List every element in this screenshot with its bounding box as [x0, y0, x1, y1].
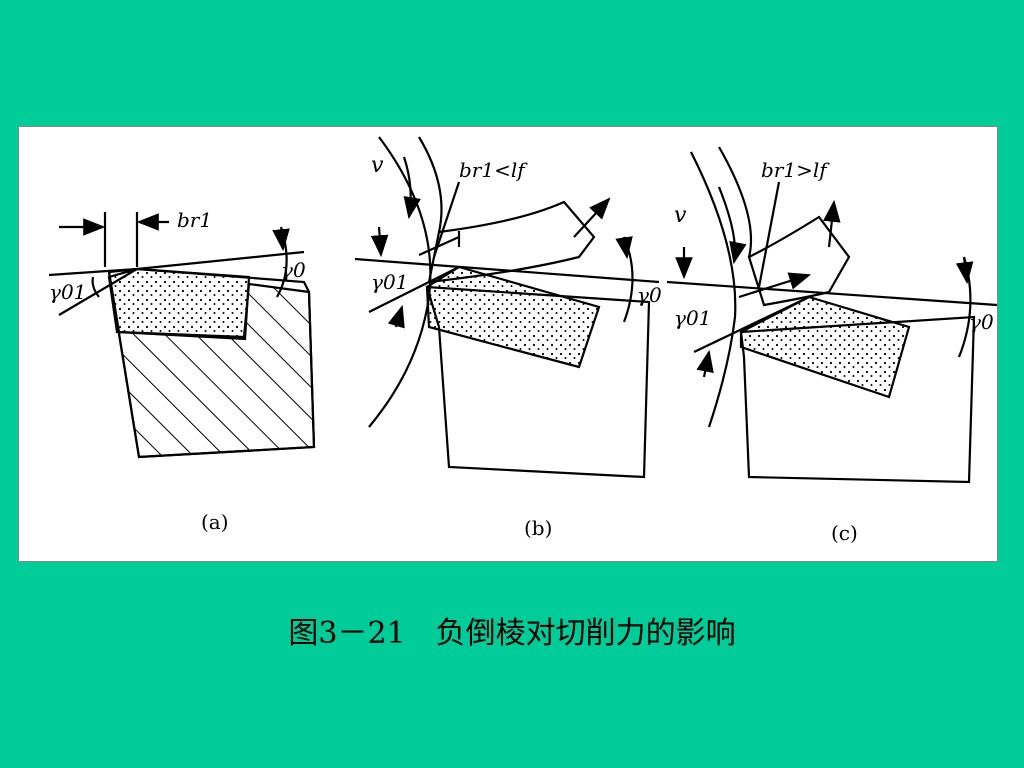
workpiece-outer-arc — [690, 151, 737, 428]
panel-c-label: (c) — [831, 521, 858, 545]
chamfer-insert — [739, 295, 911, 399]
panel-a — [48, 212, 316, 459]
panel-c-gamma0: γ0 — [969, 310, 994, 334]
panel-c-v: v — [674, 203, 687, 228]
panel-b-gamma0: γ0 — [637, 283, 662, 307]
workpiece-inner-arc — [718, 146, 753, 258]
chamfer-line — [368, 266, 460, 313]
panel-a-br1: br1 — [177, 208, 212, 232]
chamfer-insert — [425, 265, 601, 369]
chip — [747, 215, 851, 307]
chamfer-line — [693, 296, 810, 353]
rake-line — [354, 257, 660, 284]
chamfer-line — [58, 268, 138, 316]
panel-b-label: (b) — [524, 516, 552, 540]
panel-c-gamma01: γ01 — [674, 306, 711, 330]
panel-c — [666, 146, 998, 484]
figure-caption: 图3－21 负倒棱对切削力的影响 — [288, 616, 736, 651]
rake-line — [666, 280, 998, 307]
panel-a-gamma01: γ01 — [49, 280, 86, 304]
panel-b-relation: br1<lf — [459, 158, 528, 182]
panel-b-v: v — [371, 153, 384, 178]
chamfer-insert — [107, 267, 251, 341]
rake-line — [136, 250, 305, 271]
panel-b — [354, 136, 660, 479]
panel-b-gamma01: γ01 — [371, 270, 408, 294]
workpiece-inner-arc — [418, 136, 443, 233]
tool-outline — [739, 315, 976, 484]
cutting-tool-diagram: br1 γ01 γ0 (a) v br1<lf γ01 γ0 (b) — [48, 136, 998, 545]
panel-a-label: (a) — [201, 510, 229, 534]
panel-a-gamma0: γ0 — [281, 258, 306, 282]
panel-c-relation: br1>lf — [761, 158, 830, 182]
figure-panel: br1 γ01 γ0 (a) v br1<lf γ01 γ0 (b) — [18, 126, 998, 562]
